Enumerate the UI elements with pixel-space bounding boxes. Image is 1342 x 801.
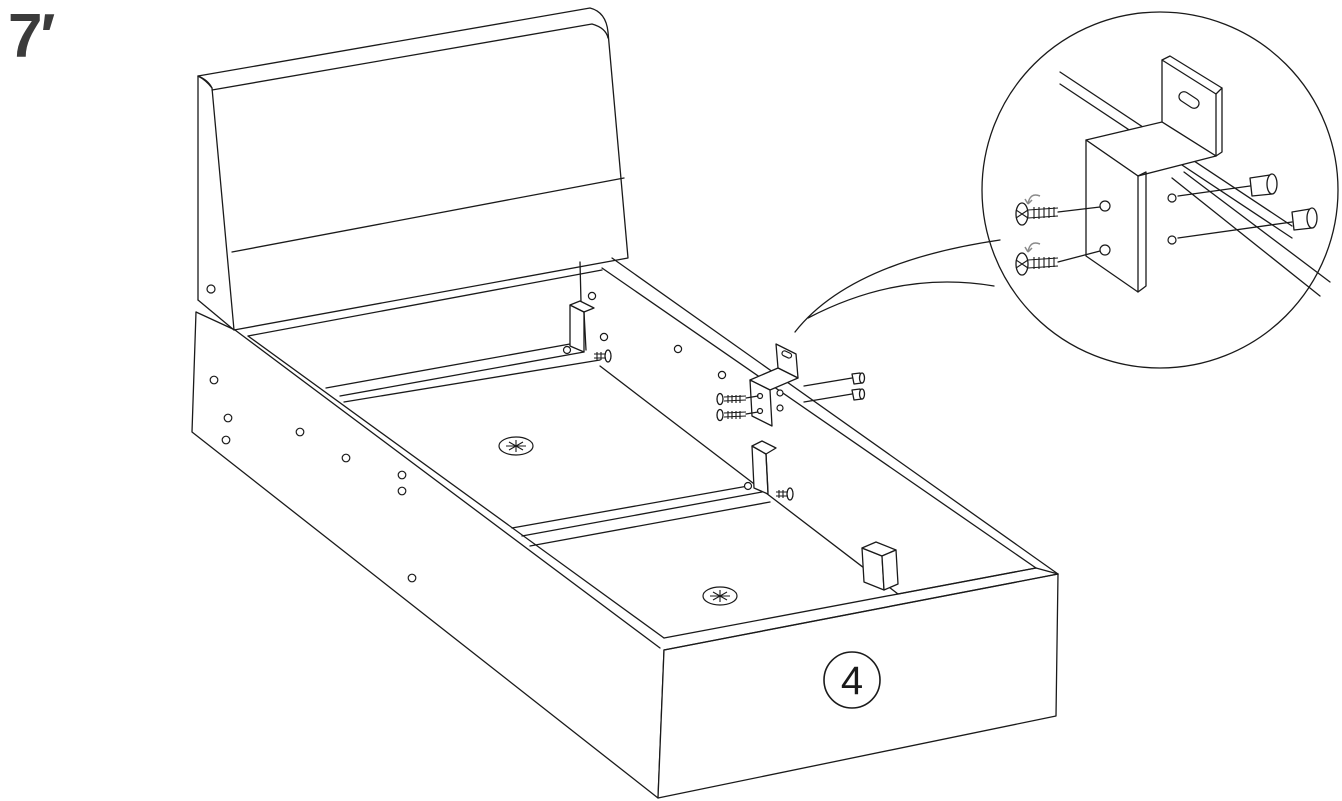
bracket-detail (1059, 55, 1331, 297)
cross-slat-back (325, 300, 612, 403)
screw-icon (1015, 194, 1101, 226)
dowel-icon (803, 388, 866, 403)
dowel-icon (1177, 173, 1278, 197)
headboard-hole (206, 284, 216, 294)
screw-icon (594, 349, 612, 363)
screw-icon (716, 392, 759, 406)
screw-icon (1015, 242, 1101, 276)
headboard (197, 7, 629, 331)
vent-hole-icon (498, 436, 534, 456)
part-number: 4 (841, 659, 863, 703)
screw-icon (776, 487, 794, 501)
dowel-icon (1177, 207, 1318, 239)
dowel-icon (803, 372, 866, 387)
step-number: 7′ (8, 2, 55, 71)
screw-icon (716, 408, 759, 422)
l-bracket (749, 343, 799, 427)
vent-hole-icon (702, 586, 738, 606)
detail-callout (794, 11, 1339, 369)
support-block (861, 541, 899, 591)
bed-frame (191, 257, 1059, 799)
cross-slat-middle (511, 440, 794, 547)
part-number-badge: 4 (823, 651, 881, 709)
